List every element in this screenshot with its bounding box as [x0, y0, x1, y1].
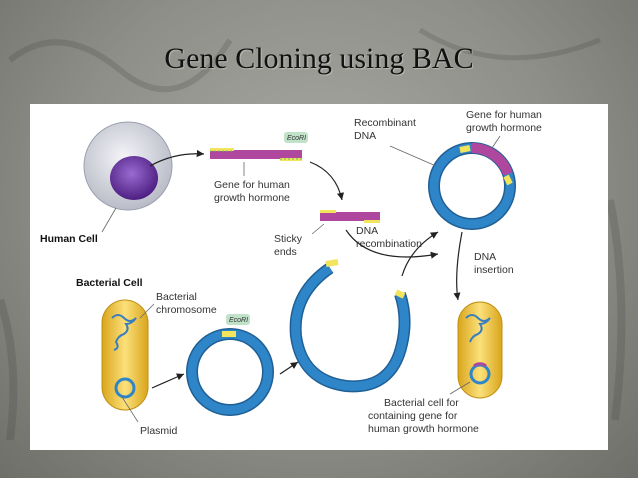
ecori-tag-2 [226, 314, 250, 325]
result-bacterial-cell [457, 301, 503, 399]
slide-title: Gene Cloning using BAC [164, 42, 474, 75]
result-label-line2: containing gene for [368, 410, 458, 422]
cloning-diagram: Human Cell EcoRI Gene for human growth h… [40, 109, 542, 437]
recombinant-plasmid [428, 142, 516, 230]
ecori-label-1: EcoRI [287, 135, 306, 142]
bacterial-cell [101, 299, 149, 411]
ecori-tag [284, 132, 308, 143]
recombinant-label-line1: Recombinant [354, 117, 416, 129]
gene-fragment [210, 148, 302, 161]
cut-plasmid [289, 259, 411, 393]
recombinant-label-line2: DNA [354, 130, 376, 142]
gene-label-line2: growth hormone [214, 192, 290, 204]
human-cell-label: Human Cell [40, 233, 98, 245]
dna-recomb-line2: recombination [356, 238, 422, 250]
gene-label-line1: Gene for human [214, 179, 290, 191]
dna-recomb-line1: DNA [356, 225, 378, 237]
gene-top-label-line2: growth hormone [466, 122, 542, 134]
diagram-panel: Human Cell EcoRI Gene for human growth h… [30, 104, 608, 450]
plasmid-ring [186, 328, 274, 416]
bacterial-cell-label: Bacterial Cell [76, 277, 143, 289]
sticky-label-line2: ends [274, 246, 297, 258]
dna-insertion-line2: insertion [474, 264, 514, 276]
human-cell [83, 121, 173, 211]
chromosome-label-line1: Bacterial [156, 291, 197, 303]
dna-insertion-line1: DNA [474, 251, 496, 263]
result-label-line3: human growth hormone [368, 423, 479, 435]
gene-fragment-cut [320, 210, 380, 223]
plasmid-label: Plasmid [140, 425, 178, 437]
result-label-line1: Bacterial cell for [384, 397, 459, 409]
gene-top-label-line1: Gene for human [466, 109, 542, 121]
sticky-label-line1: Sticky [274, 233, 303, 245]
ecori-label-2: EcoRI [229, 317, 248, 324]
chromosome-label-line2: chromosome [156, 304, 217, 316]
